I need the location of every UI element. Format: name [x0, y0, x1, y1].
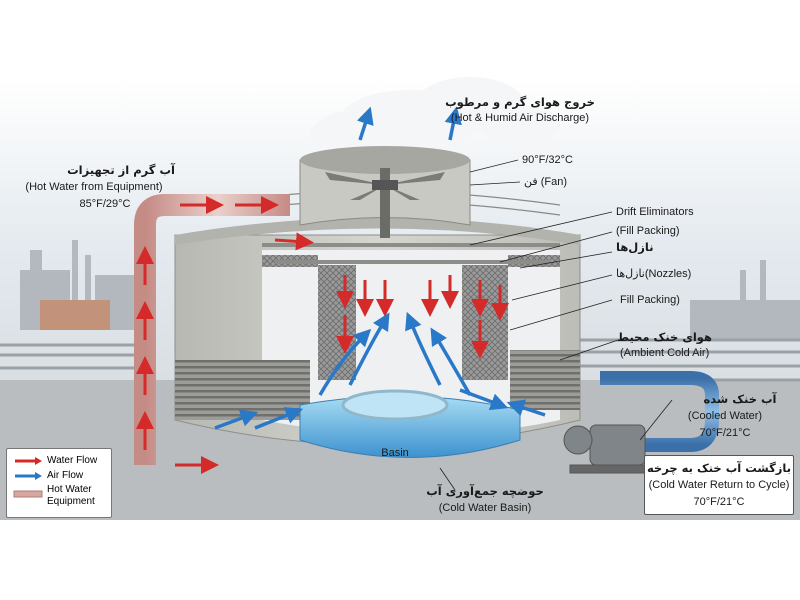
hot-water-temp: 85°F/29°C	[79, 198, 131, 210]
nozzles-label-fa: نازل‌ها	[616, 240, 654, 254]
drift-eliminators-label: Drift Eliminators	[616, 206, 694, 218]
cooled-water-label-fa: آب خنک شده	[703, 392, 777, 406]
return-to-cycle-box: بازگشت آب خنک به چرخه (Cold Water Return…	[644, 455, 794, 515]
fan-shaft	[380, 168, 390, 238]
legend-hot-water-2: Equipment	[47, 496, 95, 507]
fill-packing-label-1: (Fill Packing)	[616, 225, 680, 237]
basin-label-fa: حوضچه جمع‌آوری آب	[426, 484, 544, 498]
fan-temp-label: 90°F/32°C	[522, 154, 573, 166]
legend-water-flow: Water Flow	[47, 455, 98, 466]
water-flow-arrows-pipe	[136, 196, 314, 474]
fan-label: فن (Fan)	[524, 176, 567, 188]
steam-plume	[310, 77, 560, 160]
basin-label: Basin	[381, 447, 409, 459]
discharge-label-fa: خروج هوای گرم و مرطوب	[445, 95, 595, 109]
air-flow-arrows	[214, 106, 546, 430]
leader-lines	[439, 159, 673, 491]
return-label-en: (Cold Water Return to Cycle)	[648, 479, 790, 491]
fill-packing-left	[318, 265, 356, 380]
legend-air-flow-icon	[15, 472, 42, 480]
legend-hot-water-1: Hot Water	[47, 484, 92, 495]
air-inlet-louvers-left	[175, 360, 310, 420]
basin-label-en: (Cold Water Basin)	[438, 502, 532, 514]
cooled-water-label-en: (Cooled Water)	[687, 410, 763, 422]
tower-rim	[175, 217, 580, 245]
return-label-fa: بازگشت آب خنک به چرخه	[646, 461, 792, 475]
water-flow-arrows-fill	[336, 275, 509, 359]
legend: Water Flow Air Flow Hot Water Equipment	[6, 448, 112, 518]
ambient-air-label-en: (Ambient Cold Air)	[620, 347, 710, 359]
cooled-water-temp: 70°F/21°C	[699, 427, 751, 439]
fill-packing-label-2: Fill Packing)	[620, 294, 680, 306]
background-plant	[20, 240, 800, 340]
return-pipe	[600, 371, 719, 452]
ambient-air-label-fa: هوای خنک محیط	[617, 330, 712, 344]
legend-hot-water-icon	[13, 490, 43, 498]
legend-water-flow-icon	[15, 457, 42, 465]
fan-hub	[372, 180, 398, 190]
return-temp: 70°F/21°C	[693, 496, 745, 508]
hot-water-label-fa: آب گرم از تجهیزات	[67, 163, 175, 177]
fan-stack-top	[300, 146, 470, 174]
pump	[563, 424, 651, 474]
legend-air-flow: Air Flow	[47, 470, 84, 481]
background-pipes	[0, 338, 800, 382]
fill-packing-right	[462, 265, 508, 380]
air-inlet-louvers-right	[510, 350, 580, 410]
nozzles-label: نازل‌ها(Nozzles)	[616, 268, 692, 280]
basin-inner-ring	[341, 389, 449, 421]
discharge-label-en: (Hot & Humid Air Discharge)	[450, 112, 590, 124]
hot-water-pipe	[134, 194, 290, 465]
hot-water-label-en: (Hot Water from Equipment)	[25, 181, 163, 193]
